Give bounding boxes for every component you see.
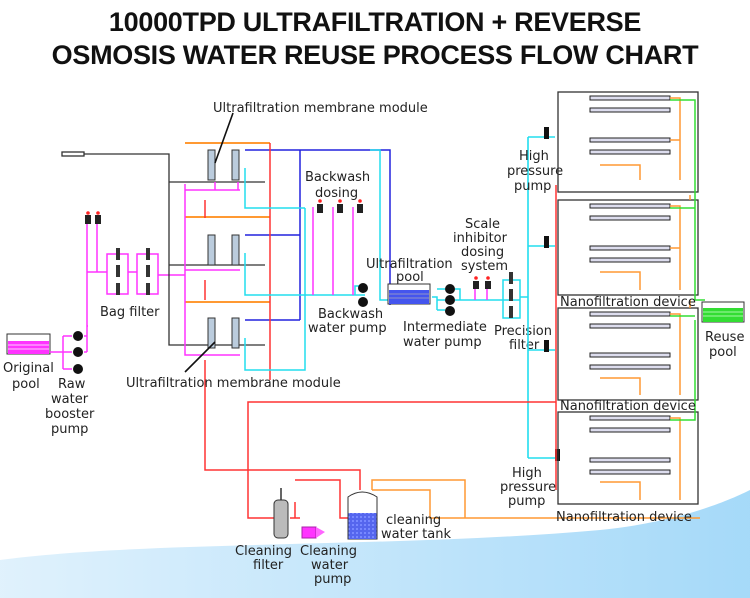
nf-concentrate-pipes [372, 97, 700, 519]
bag-filters[interactable] [106, 253, 185, 295]
dosing-tanks-raw [85, 211, 101, 224]
uf-module-rows[interactable] [184, 142, 391, 385]
backwash-pumps[interactable] [358, 283, 368, 307]
nf-device-label-3: Nanofiltration device [556, 510, 692, 525]
uf-module-top-label: Ultrafiltration membrane module [213, 101, 428, 116]
uf-module-pointer-top [214, 112, 234, 164]
cleaning-return-pipes [204, 185, 557, 519]
raw-water-pipe [86, 220, 107, 326]
cleaning-water-pump[interactable] [301, 526, 325, 539]
bag-filter-label: Bag filter [100, 305, 160, 320]
raw-pump-icons [73, 331, 83, 374]
background-wave [0, 490, 750, 598]
intermediate-pumps[interactable] [445, 284, 455, 316]
nf-device-label-1: Nanofiltration device [560, 295, 696, 310]
intermediate-pump-pipes [432, 288, 520, 311]
precision-filter[interactable] [502, 272, 528, 319]
cleaning-concentrate-pipe [371, 479, 466, 518]
nf-membrane-tubes [589, 95, 671, 475]
backwash-dosing-tanks[interactable] [312, 199, 363, 295]
page-title-line-2: OSMOSIS WATER REUSE PROCESS FLOW CHART [51, 40, 699, 70]
nf-permeate-pipes [670, 99, 705, 421]
nf-device-frames[interactable] [557, 91, 699, 505]
page-title-line-1: 10000TPD ULTRAFILTRATION + REVERSE [108, 7, 642, 37]
scale-inhibitor-tanks[interactable] [473, 276, 491, 300]
ultrafiltration-pool[interactable] [387, 283, 431, 305]
nf-feed-header [527, 136, 555, 459]
uf-module-pointer-bottom [184, 341, 216, 373]
cleaning-filter[interactable] [273, 488, 289, 539]
raw-water-booster-pumps[interactable] [50, 325, 88, 370]
reuse-pool[interactable] [701, 301, 745, 323]
bag-filter-vessels [116, 248, 150, 295]
uf-module-bottom-label: Ultrafiltration membrane module [126, 376, 341, 391]
original-pool[interactable] [6, 333, 51, 355]
nf-device-label-2: Nanofiltration device [560, 399, 696, 414]
cleaning-water-tank[interactable] [347, 491, 378, 540]
